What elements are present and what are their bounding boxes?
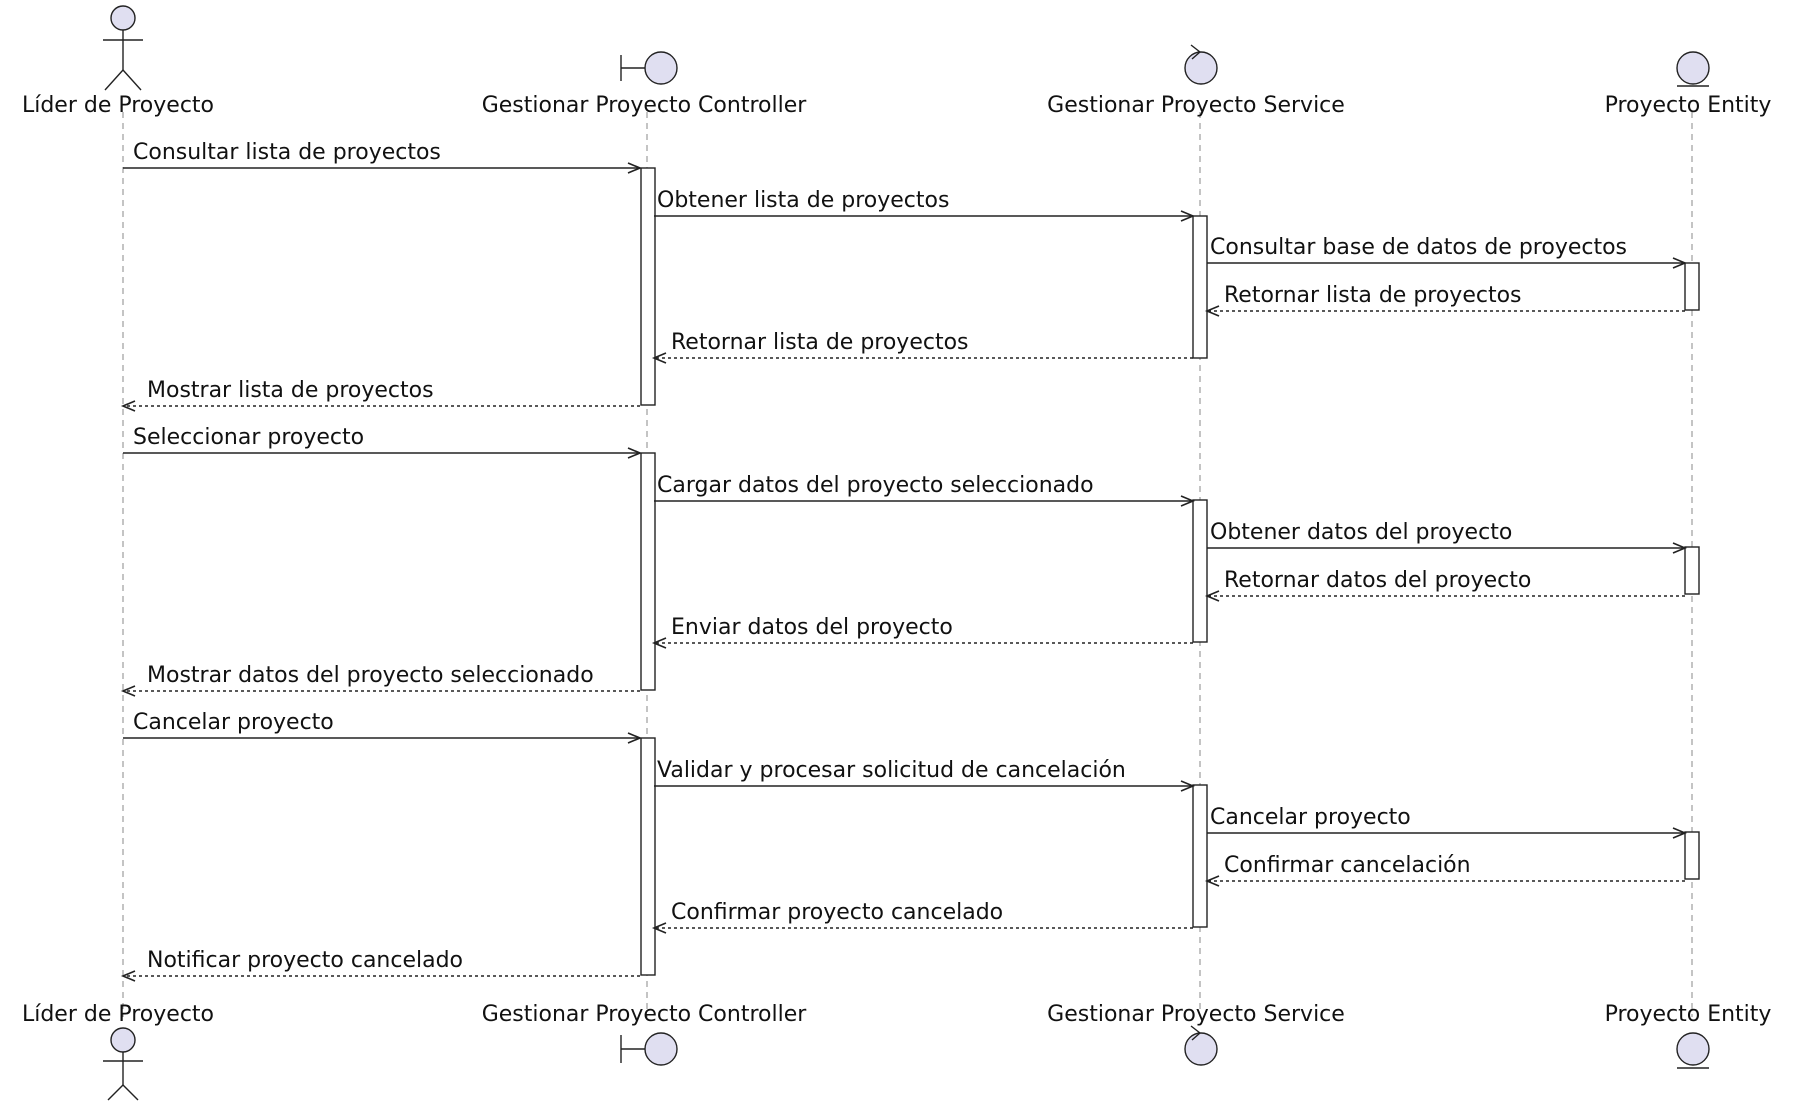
- participant-service-top: Gestionar Proyecto Service: [1047, 44, 1345, 118]
- arrowhead: [120, 970, 136, 982]
- arrowhead: [651, 922, 667, 934]
- participant-service-bottom: Gestionar Proyecto Service: [1047, 1002, 1345, 1066]
- participant-lider-bottom: Líder de Proyecto: [22, 1002, 214, 1101]
- actor-icon: [103, 5, 143, 91]
- message-label: Seleccionar proyecto: [133, 425, 364, 450]
- message-13: Cancelar proyecto: [123, 710, 643, 744]
- activation-controller-1: [640, 167, 656, 406]
- message-18: Notificar proyecto cancelado: [120, 948, 640, 982]
- message-8: Cargar datos del proyecto seleccionado: [654, 473, 1196, 507]
- activation-service-2: [1192, 499, 1208, 643]
- message-label: Validar y procesar solicitud de cancelac…: [657, 758, 1126, 783]
- message-label: Retornar lista de proyectos: [1224, 283, 1522, 308]
- arrowhead: [1180, 780, 1196, 792]
- participant-entity-top: Proyecto Entity: [1605, 51, 1772, 118]
- message-label: Consultar lista de proyectos: [133, 140, 441, 165]
- participant-lider-top: Líder de Proyecto: [22, 5, 214, 118]
- entity-icon: [1676, 1032, 1710, 1069]
- arrowhead: [651, 352, 667, 364]
- arrowhead: [120, 400, 136, 412]
- arrowhead: [651, 637, 667, 649]
- message-17: Confirmar proyecto cancelado: [651, 900, 1193, 934]
- arrowhead: [120, 685, 136, 697]
- arrowhead: [1672, 257, 1688, 269]
- message-label: Cancelar proyecto: [133, 710, 334, 735]
- arrowhead: [627, 447, 643, 459]
- boundary-icon: [620, 1032, 678, 1066]
- control-icon: [1184, 44, 1218, 85]
- message-label: Consultar base de datos de proyectos: [1210, 235, 1627, 260]
- activation-entity-3: [1684, 831, 1700, 880]
- participant-label: Gestionar Proyecto Service: [1047, 93, 1345, 118]
- message-label: Obtener datos del proyecto: [1210, 520, 1512, 545]
- entity-icon: [1676, 51, 1710, 87]
- message-label: Confirmar proyecto cancelado: [671, 900, 1003, 925]
- arrowhead: [627, 162, 643, 174]
- participant-label: Líder de Proyecto: [22, 1002, 214, 1027]
- control-icon: [1184, 1025, 1218, 1066]
- actor-icon: [103, 1027, 143, 1101]
- message-label: Mostrar datos del proyecto seleccionado: [147, 663, 594, 688]
- message-10: Retornar datos del proyecto: [1204, 568, 1685, 602]
- activation-entity-1: [1684, 262, 1700, 311]
- participant-controller-top: Gestionar Proyecto Controller: [482, 51, 808, 118]
- boundary-icon: [620, 51, 678, 85]
- participant-entity-bottom: Proyecto Entity: [1605, 1002, 1772, 1069]
- message-label: Enviar datos del proyecto: [671, 615, 953, 640]
- message-label: Retornar lista de proyectos: [671, 330, 969, 355]
- participant-label: Proyecto Entity: [1605, 1002, 1772, 1027]
- message-9: Obtener datos del proyecto: [1207, 520, 1688, 554]
- message-label: Obtener lista de proyectos: [657, 188, 949, 213]
- message-label: Cancelar proyecto: [1210, 805, 1411, 830]
- message-1: Consultar lista de proyectos: [123, 140, 643, 174]
- arrowhead: [1180, 210, 1196, 222]
- participant-controller-bottom: Gestionar Proyecto Controller: [482, 1002, 808, 1066]
- arrowhead: [627, 732, 643, 744]
- message-3: Consultar base de datos de proyectos: [1207, 235, 1688, 269]
- message-label: Cargar datos del proyecto seleccionado: [657, 473, 1094, 498]
- message-7: Seleccionar proyecto: [123, 425, 643, 459]
- activation-controller-3: [640, 737, 656, 976]
- arrowhead: [1672, 542, 1688, 554]
- message-16: Confirmar cancelación: [1204, 853, 1685, 887]
- participant-label: Gestionar Proyecto Controller: [482, 1002, 808, 1027]
- message-label: Notificar proyecto cancelado: [147, 948, 463, 973]
- arrowhead: [1204, 875, 1220, 887]
- activation-bars: [640, 167, 1700, 976]
- message-label: Retornar datos del proyecto: [1224, 568, 1531, 593]
- arrowhead: [1672, 827, 1688, 839]
- activation-entity-2: [1684, 546, 1700, 595]
- activation-controller-2: [640, 452, 656, 691]
- activation-service-3: [1192, 784, 1208, 928]
- message-11: Enviar datos del proyecto: [651, 615, 1193, 649]
- participant-label: Gestionar Proyecto Service: [1047, 1002, 1345, 1027]
- participant-label: Proyecto Entity: [1605, 93, 1772, 118]
- arrowhead: [1204, 305, 1220, 317]
- message-label: Confirmar cancelación: [1224, 853, 1471, 878]
- participant-label: Gestionar Proyecto Controller: [482, 93, 808, 118]
- message-6: Mostrar lista de proyectos: [120, 378, 640, 412]
- message-2: Obtener lista de proyectos: [654, 188, 1196, 222]
- message-12: Mostrar datos del proyecto seleccionado: [120, 663, 640, 697]
- arrowhead: [1204, 590, 1220, 602]
- message-15: Cancelar proyecto: [1207, 805, 1688, 839]
- message-label: Mostrar lista de proyectos: [147, 378, 434, 403]
- message-4: Retornar lista de proyectos: [1204, 283, 1685, 317]
- activation-service-1: [1192, 215, 1208, 359]
- message-5: Retornar lista de proyectos: [651, 330, 1193, 364]
- participant-label: Líder de Proyecto: [22, 93, 214, 118]
- message-14: Validar y procesar solicitud de cancelac…: [654, 758, 1196, 792]
- arrowhead: [1180, 495, 1196, 507]
